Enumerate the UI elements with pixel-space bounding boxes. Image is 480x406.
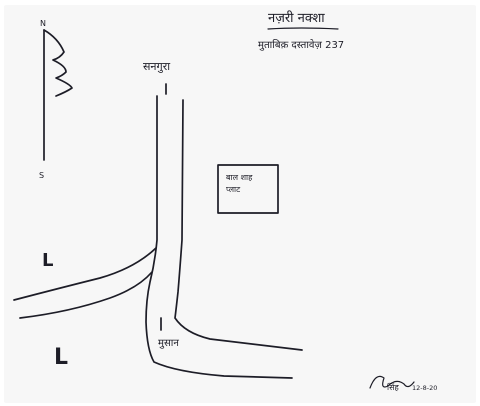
plot-label-line2: प्लाट (226, 185, 241, 194)
compass-flag (43, 29, 73, 97)
paper-background (4, 5, 476, 403)
side-road-north-edge (13, 247, 157, 301)
signature-scribble (369, 375, 415, 389)
road-east-edge (174, 99, 303, 351)
road-bottom-label: मुसान (158, 338, 179, 349)
signature-name: सिंह (387, 382, 399, 392)
signature-date: 12-8-20 (412, 384, 437, 392)
road-west-edge (145, 95, 293, 379)
title-underline (267, 27, 339, 30)
land-marker-lower: L (54, 345, 68, 370)
map-subtitle: मुताबिक़ दस्तावेज़ 237 (258, 39, 344, 51)
land-marker-upper: L (42, 250, 53, 271)
compass-south-label: S (39, 171, 44, 180)
road-top-label: सनगुरा (143, 60, 170, 73)
plot-label-line1: बाल शाह (226, 173, 253, 182)
plot-box (217, 164, 279, 214)
side-road-south-edge (19, 271, 153, 319)
signature: सिंह 12-8-20 (369, 375, 437, 392)
map-title: नज़री नक्शा (268, 10, 325, 26)
compass-north-label: N (40, 19, 46, 28)
compass-arrow-icon: N S (39, 19, 73, 180)
